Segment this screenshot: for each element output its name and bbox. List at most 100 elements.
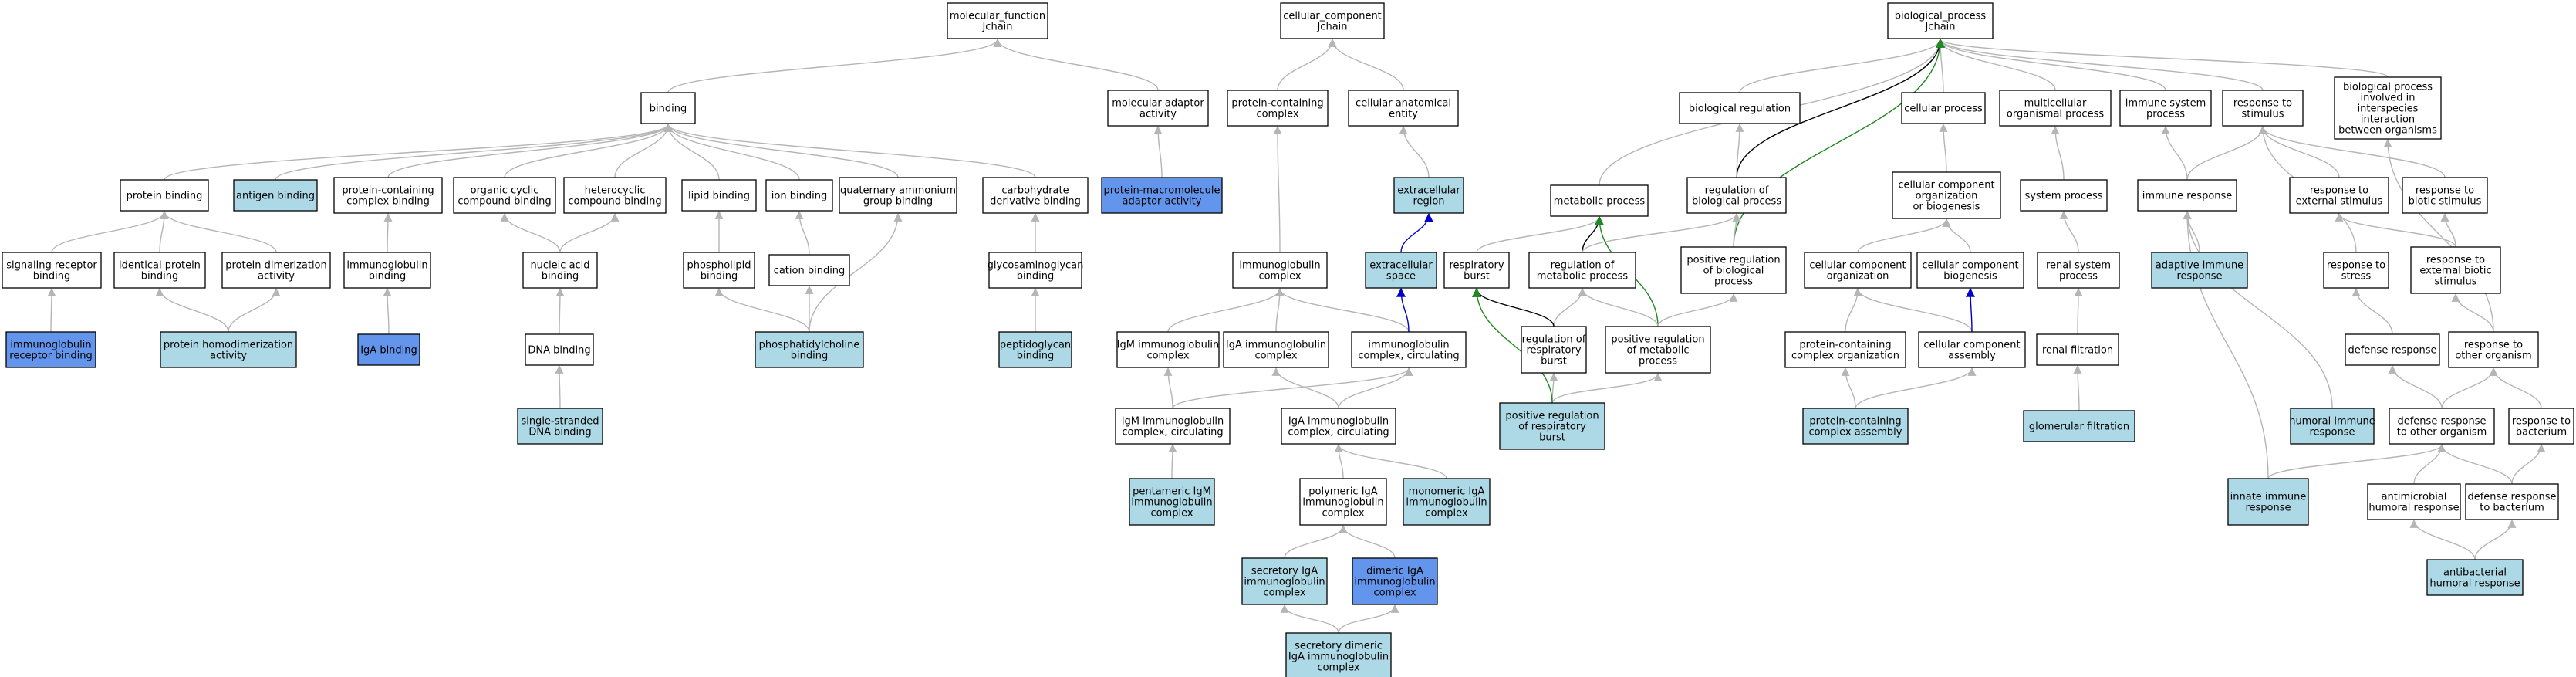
- node-box-ig-complex: [1232, 252, 1328, 289]
- node-label-cc-org-2: organization: [1827, 271, 1889, 283]
- node-label-prot-homodimer-2: activity: [210, 350, 247, 362]
- node-box-mf: [947, 2, 1048, 39]
- node-label-gag-2: binding: [1017, 271, 1054, 283]
- node-label-adaptive-2: response: [2176, 271, 2222, 283]
- node-label-defense-1: defense response: [2348, 345, 2436, 357]
- node-label-dna-binding-1: DNA binding: [528, 345, 590, 357]
- edge-pent-igm-to-igm-circ: [1168, 443, 1177, 479]
- node-label-org-cyc-1: organic cyclic: [471, 185, 539, 197]
- edge-pos-reg-metab-to-pos-reg-bio: [1657, 293, 1738, 327]
- node-label-pos-reg-metab-1: positive regulation: [1611, 334, 1704, 346]
- node-label-sig-rec-1: signaling receptor: [6, 260, 97, 272]
- node-label-resp-ext-stim-1: response to: [2310, 185, 2368, 197]
- node-label-org-cyc-2: compound binding: [457, 196, 551, 208]
- node-label-pos-reg-resp-burst-3: burst: [1539, 432, 1565, 444]
- node-label-mono-iga-2: immunoglobulin: [1406, 497, 1487, 509]
- node-label-resp-stress-1: response to: [2327, 260, 2385, 272]
- edge-ss-dna-to-dna-binding: [555, 364, 564, 409]
- node-box-metabolic: [1550, 184, 1649, 217]
- node-label-imm-sys-2: process: [2146, 109, 2185, 120]
- edge-system-proc-to-multicell: [2051, 125, 2065, 181]
- node-box-antimicrobial: [2367, 483, 2461, 520]
- node-box-binding: [640, 92, 696, 124]
- node-label-ccob-2: organization: [1916, 191, 1978, 202]
- node-label-ig-circ-2: complex, circulating: [1358, 350, 1459, 362]
- node-box-bp-interspecies: [2334, 76, 2442, 140]
- node-label-mf-2: Jchain: [981, 22, 1012, 33]
- node-box-carb-deriv: [982, 177, 1089, 214]
- node-label-pcc-binding-1: protein-containing: [342, 185, 434, 197]
- node-label-hetero-2: compound binding: [568, 196, 661, 208]
- edge-extracell-space-to-extracell-region: [1400, 212, 1433, 253]
- node-box-renal-sys: [2037, 252, 2120, 289]
- edge-pcc-assembly-to-pcc-org: [1841, 367, 1856, 409]
- node-label-cell-anat-1: cellular anatomical: [1356, 98, 1451, 110]
- node-label-resp-bacterium-1: response to: [2512, 416, 2571, 428]
- edge-def-bacterium-to-def-other-org: [2437, 443, 2513, 485]
- node-box-pos-reg-metab: [1605, 326, 1711, 374]
- node-label-resp-ext-biotic-2: external biotic: [2419, 266, 2491, 277]
- node-label-lipid-binding-1: lipid binding: [688, 191, 750, 202]
- node-label-cation-1: cation binding: [774, 266, 846, 277]
- edge-cc-biogen-to-ccob: [1942, 218, 1971, 253]
- node-label-ig-complex-1: immunoglobulin: [1239, 260, 1320, 272]
- edge-resp-biotic-to-resp-stim: [2258, 125, 2446, 178]
- node-label-imm-sys-1: immune system: [2125, 98, 2206, 110]
- node-box-bp: [1887, 2, 1994, 39]
- edge-pcc-org-to-cc-org: [1845, 287, 1862, 333]
- node-box-quat-amm: [839, 177, 957, 214]
- edge-def-other-org-to-defense: [2388, 364, 2443, 409]
- node-ion-binding: ion binding: [765, 179, 833, 212]
- node-box-def-other-org: [2389, 408, 2495, 445]
- node-box-adaptive: [2151, 252, 2248, 289]
- node-label-reg-resp-burst-2: respiratory: [1526, 345, 1581, 357]
- edge-iga-circ-to-iga-complex: [1271, 367, 1339, 409]
- node-label-innate-1: innate immune: [2230, 492, 2307, 503]
- node-box-cation: [768, 254, 850, 286]
- node-label-pent-igm-2: immunoglobulin: [1131, 497, 1212, 509]
- node-label-reg-metab-2: metabolic process: [1537, 271, 1629, 283]
- edge-pos-reg-resp-burst-to-resp-burst: [1472, 287, 1553, 404]
- edge-pos-reg-bio-to-reg-bio: [1732, 212, 1741, 248]
- node-label-prot-cont-complex-2: complex: [1256, 109, 1298, 120]
- edge-ion-binding-to-binding: [663, 123, 800, 181]
- node-box-cc-org: [1804, 252, 1912, 289]
- node-box-def-bacterium: [2465, 483, 2559, 520]
- node-label-sig-rec-2: binding: [33, 271, 70, 283]
- node-box-mono-iga: [1403, 478, 1491, 526]
- node-box-cell-anat: [1348, 90, 1459, 127]
- node-box-dimeric-iga: [1352, 557, 1438, 605]
- node-metabolic: metabolic process: [1550, 184, 1649, 217]
- node-label-igm-complex-2: complex: [1146, 350, 1189, 362]
- node-box-iga-complex: [1223, 331, 1329, 368]
- node-box-ident-prot: [113, 252, 206, 289]
- node-label-innate-2: response: [2245, 503, 2291, 514]
- node-box-bio-reg: [1679, 92, 1801, 124]
- node-box-igm-complex: [1116, 331, 1220, 368]
- node-box-prot-cont-complex: [1227, 90, 1329, 127]
- node-label-ident-prot-2: binding: [141, 271, 178, 283]
- node-dna-binding: DNA binding: [525, 333, 594, 366]
- node-binding: binding: [640, 92, 696, 124]
- edge-ccob-to-cell-proc: [1939, 123, 1948, 173]
- node-label-pos-reg-metab-3: process: [1639, 356, 1677, 367]
- edge-cation-to-ion-binding: [795, 210, 810, 256]
